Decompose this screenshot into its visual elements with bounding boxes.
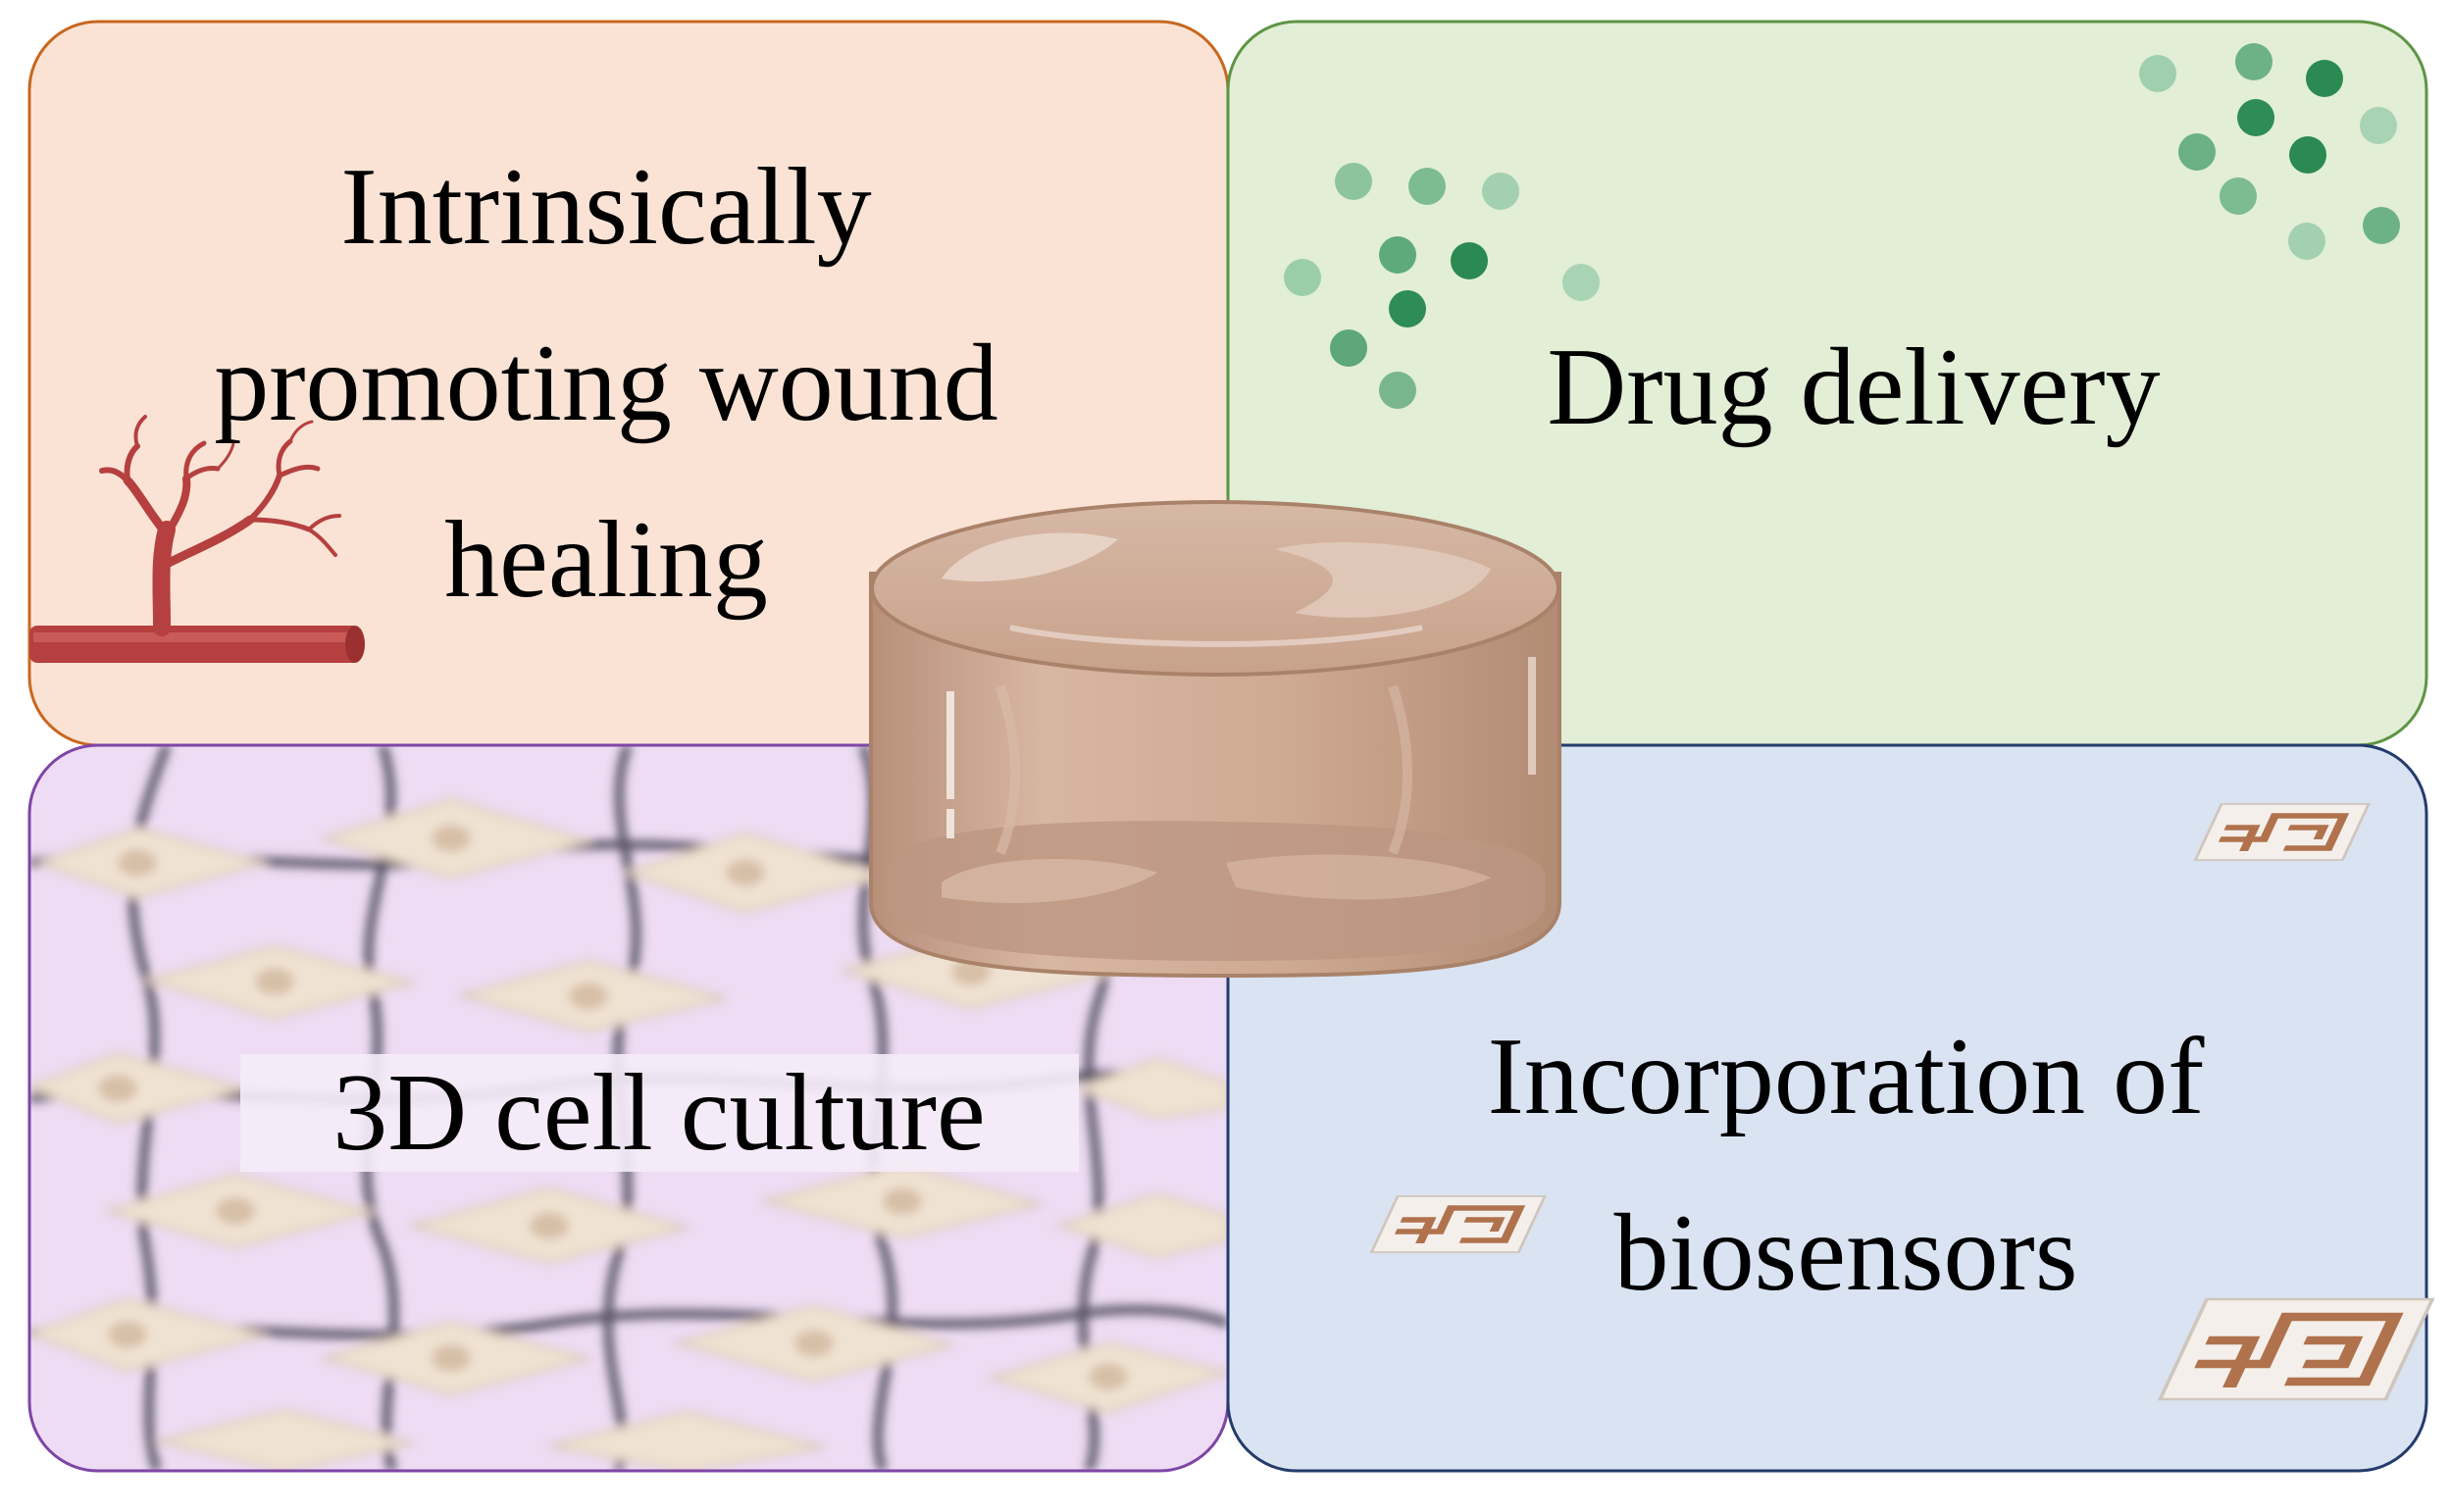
panel-cell-culture-label-backdrop bbox=[240, 1054, 1079, 1172]
biosensor-chip-icon bbox=[1369, 803, 2435, 1401]
panel-wound-healing-line-2: promoting wound bbox=[214, 323, 998, 444]
panel-wound-healing-line-1: Intrinsically bbox=[340, 146, 871, 268]
panel-biosensors-line-2: biosensors bbox=[1614, 1192, 2078, 1314]
drug-particles-icon bbox=[1284, 43, 2400, 409]
panel-cell-culture-label: 3D cell culture bbox=[332, 1052, 986, 1174]
panel-biosensors-line-1: Incorporation of bbox=[1488, 1016, 2206, 1137]
panel-drug-delivery-label: Drug delivery bbox=[1547, 327, 2160, 448]
blood-vessel-icon bbox=[29, 415, 365, 663]
panel-biosensors-border bbox=[1226, 743, 2428, 1473]
cells-network-icon bbox=[29, 745, 1228, 1471]
hydrogel-disc-icon bbox=[869, 500, 1561, 979]
panel-wound-healing-line-3: healing bbox=[444, 499, 768, 621]
panel-cell-culture: 3D cell culture bbox=[27, 743, 1230, 1473]
